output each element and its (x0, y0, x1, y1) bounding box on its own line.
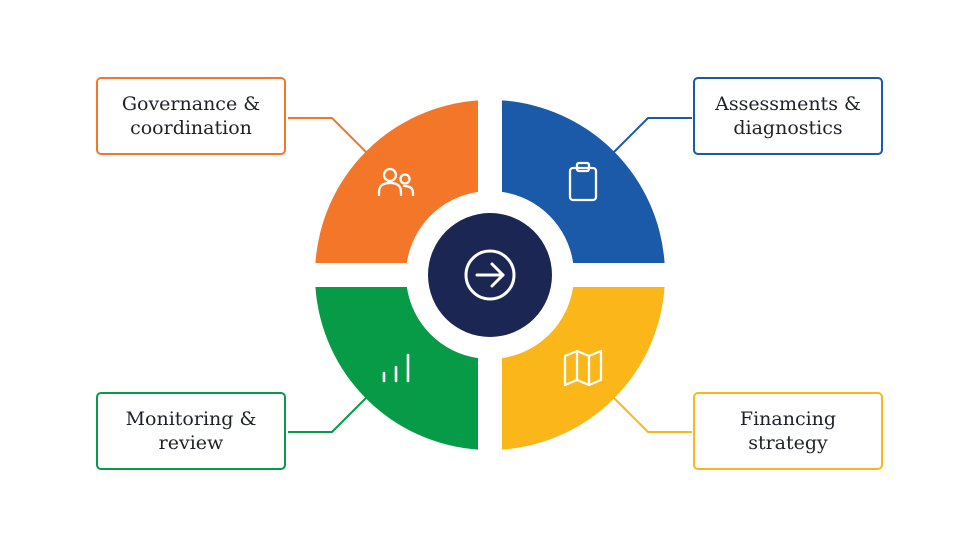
label-monitoring: Monitoring & review (125, 408, 257, 454)
label-box-assessments: Assessments & diagnostics (693, 77, 883, 155)
segment-assessments (502, 100, 665, 263)
clipboard-icon (568, 161, 598, 202)
label-box-monitoring: Monitoring & review (96, 392, 286, 470)
bar-chart-icon (382, 353, 410, 383)
connector-monitoring (288, 397, 367, 433)
label-box-financing: Financing strategy (693, 392, 883, 470)
users-icon (377, 167, 415, 197)
map-icon (563, 349, 603, 387)
connector-financing (613, 397, 692, 433)
label-governance: Governance & coordination (121, 93, 261, 139)
connector-assessments (613, 117, 692, 153)
segment-financing (502, 287, 665, 450)
segment-governance (315, 100, 478, 263)
connector-governance (288, 117, 367, 153)
label-assessments: Assessments & diagnostics (715, 93, 861, 139)
arrow-right-circle-icon (464, 249, 516, 301)
label-financing: Financing strategy (739, 408, 837, 454)
label-box-governance: Governance & coordination (96, 77, 286, 155)
